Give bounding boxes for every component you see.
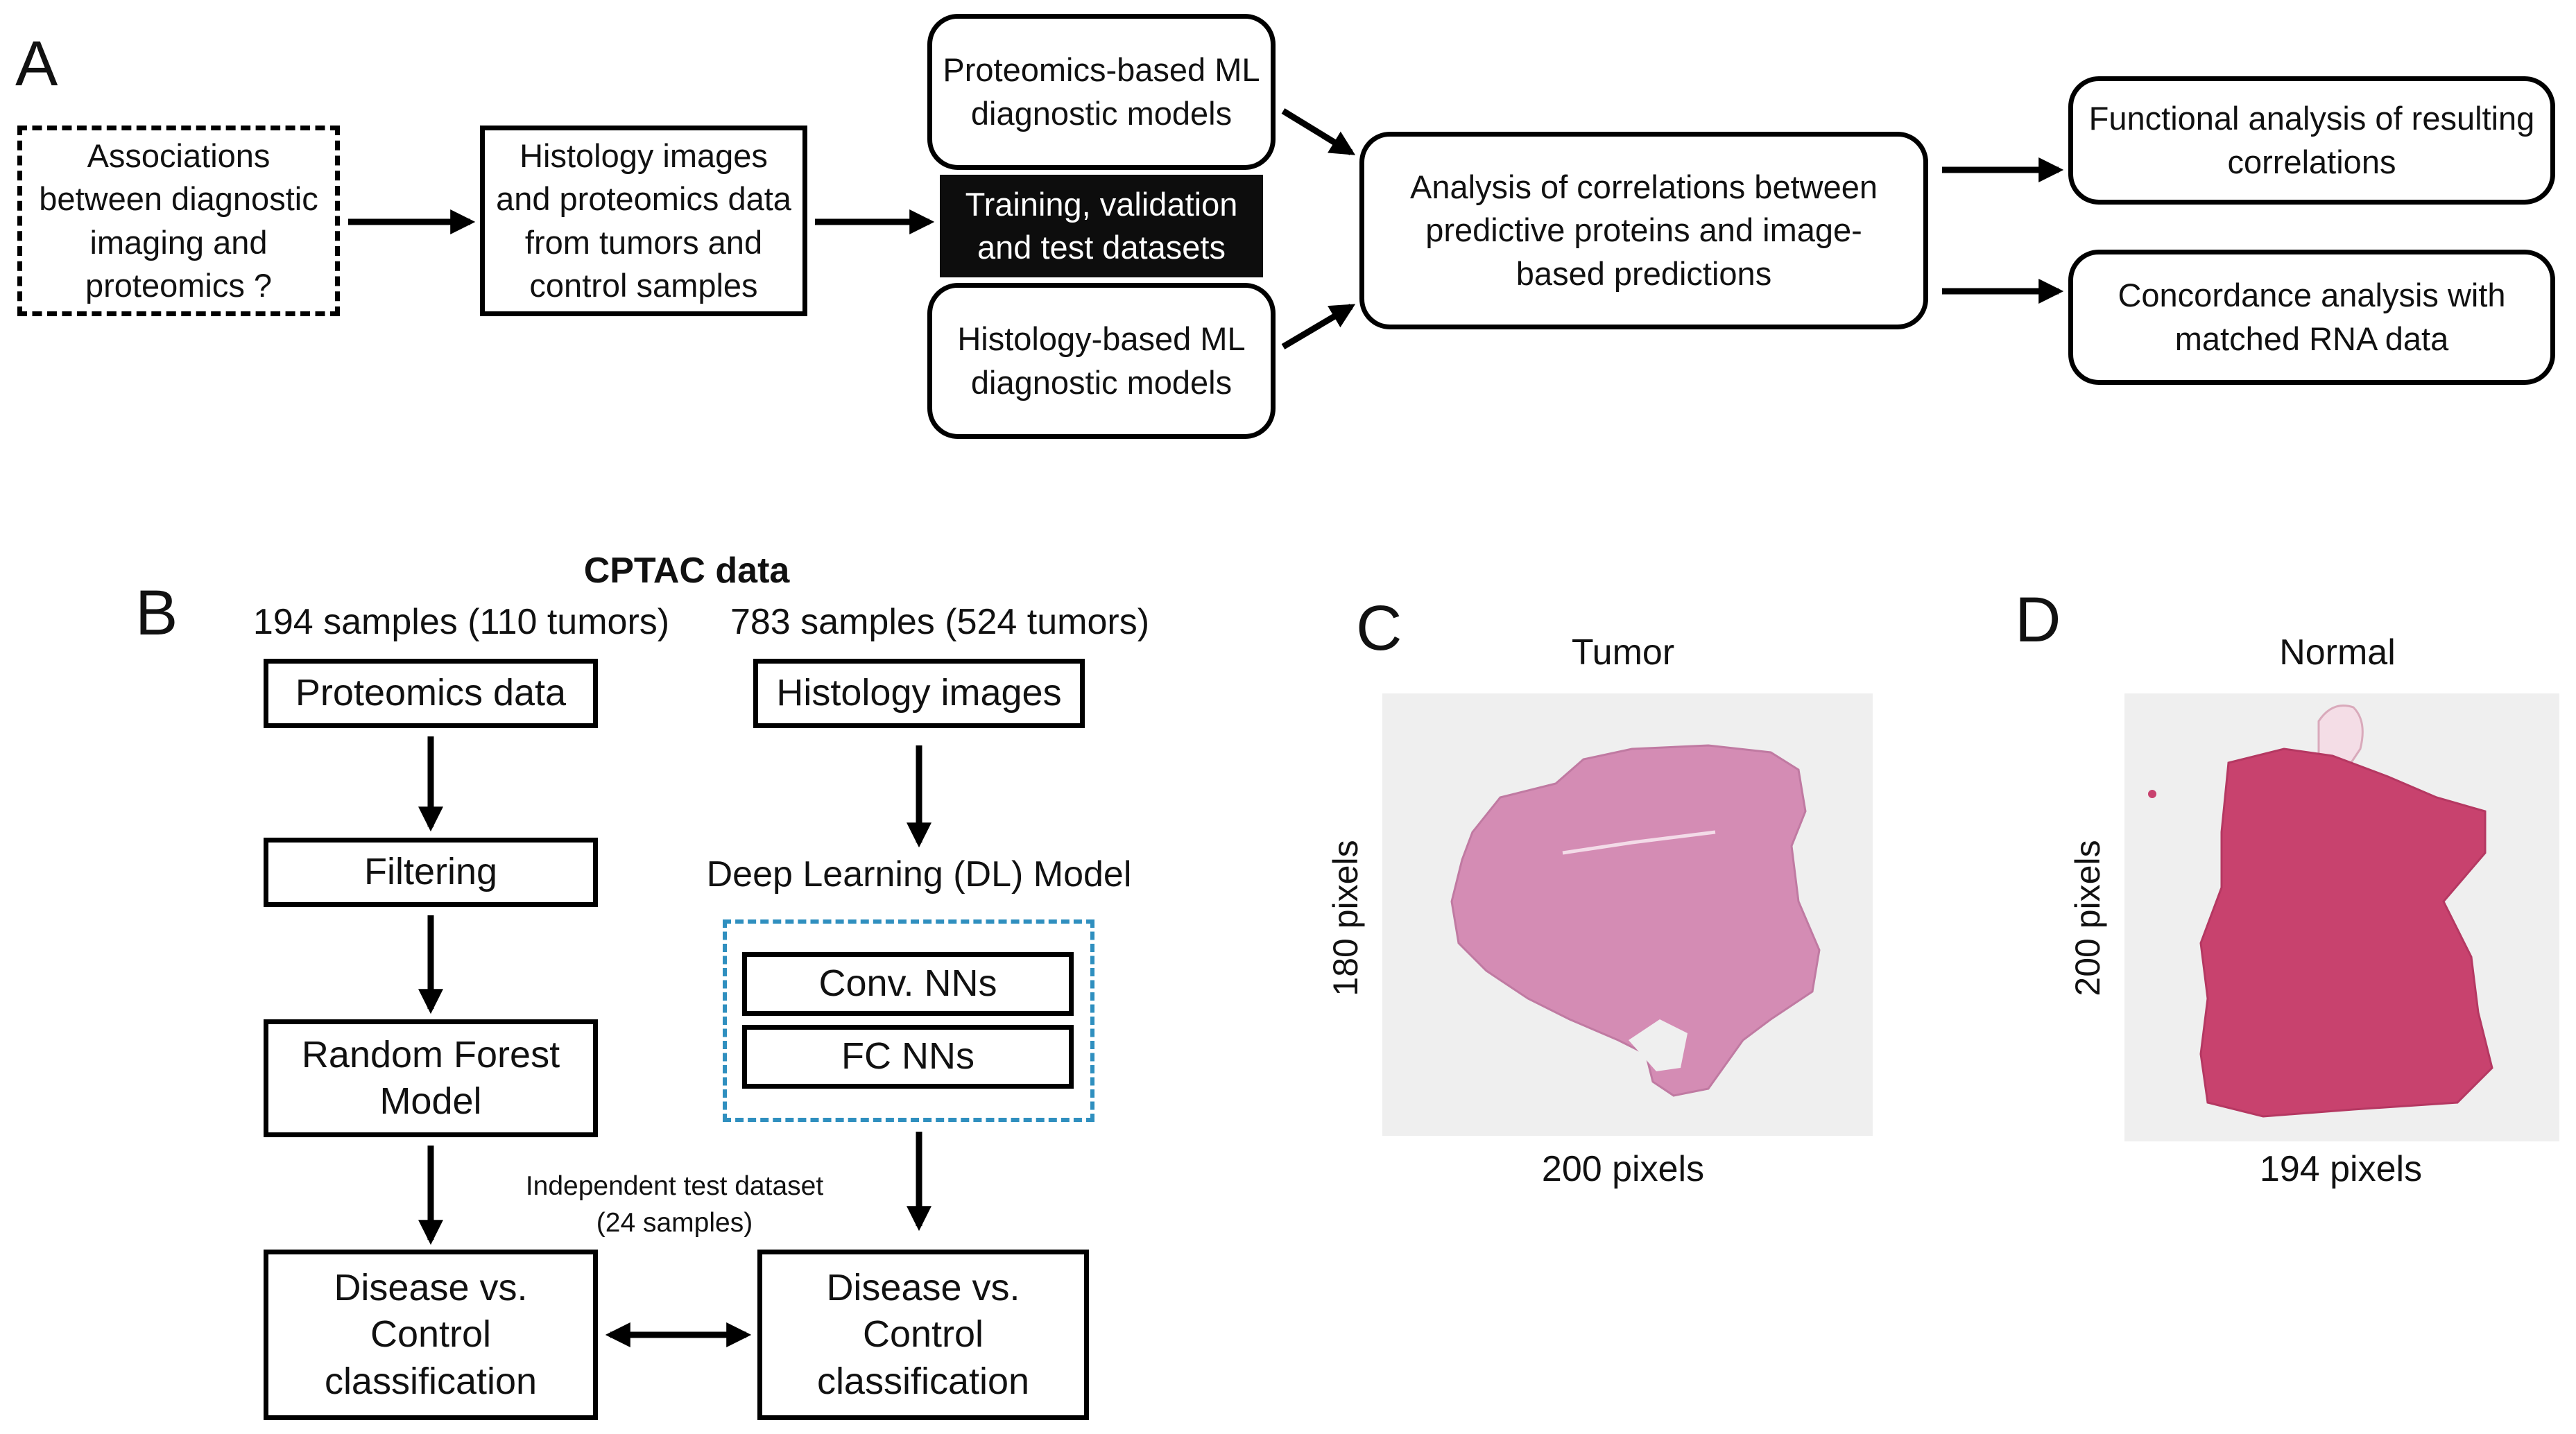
independent-test-line1: Independent test dataset [525,1171,824,1201]
normal-tissue-shape [2199,748,2493,1118]
normal-height-label: 200 pixels [2068,840,2107,996]
proteomics-data-box: Proteomics data [264,659,598,728]
panel-a-letter: A [15,28,58,99]
panel-c-title: Tumor [1571,632,1675,673]
proteomics-models-box: Proteomics-based ML diagnostic models [927,14,1276,170]
correlation-analysis-box: Analysis of correlations between predict… [1359,132,1928,329]
fc-nns-text: FC NNs [841,1035,974,1078]
random-forest-text: Random Forest Model [301,1033,560,1123]
associations-text: Associations between diagnostic imaging … [39,137,318,304]
dl-model-dashed-box [723,919,1094,1122]
concordance-analysis-text: Concordance analysis with matched RNA da… [2118,277,2506,357]
data-sources-box: Histology images and proteomics data fro… [480,126,807,316]
histology-models-text: Histology-based ML diagnostic models [957,320,1246,401]
panel-d-title: Normal [2279,632,2396,673]
tumor-width-label: 200 pixels [1541,1149,1705,1189]
normal-width-label: 194 pixels [2259,1149,2423,1189]
datasets-box: Training, validation and test datasets [940,175,1263,277]
histology-models-box: Histology-based ML diagnostic models [927,283,1276,439]
filtering-text: Filtering [363,851,498,893]
histology-images-box: Histology images [753,659,1085,728]
arrow-proteomics-to-analysis [1281,108,1356,155]
classification-left-text: Disease vs. Control classification [324,1266,538,1402]
functional-analysis-text: Functional analysis of resulting correla… [2088,100,2535,180]
correlation-analysis-text: Analysis of correlations between predict… [1409,169,1878,292]
normal-tissue-graphic [2148,705,2493,1118]
datasets-text: Training, validation and test datasets [965,185,1238,266]
classification-right-box: Disease vs. Control classification [757,1250,1089,1420]
normal-tissue-spot [2148,790,2156,798]
independent-test-line2: (24 samples) [596,1207,753,1238]
tumor-histology-image [1382,693,1873,1136]
data-sources-text: Histology images and proteomics data fro… [496,137,791,304]
cptac-title: CPTAC data [583,551,790,591]
panel-d-letter: D [2015,585,2061,655]
independent-test-label: Independent test dataset (24 samples) [499,1168,850,1241]
proteomics-models-text: Proteomics-based ML diagnostic models [943,51,1260,132]
classification-left-box: Disease vs. Control classification [264,1250,598,1420]
tumor-tissue-notch [1629,1019,1688,1071]
proteomics-data-text: Proteomics data [295,672,567,714]
functional-analysis-box: Functional analysis of resulting correla… [2068,76,2555,205]
panel-b-letter: B [135,578,178,648]
conv-nns-box: Conv. NNs [742,952,1074,1016]
normal-histology-image [2124,693,2559,1141]
right-samples-label: 783 samples (524 tumors) [730,602,1150,642]
histology-images-text: Histology images [776,672,1062,714]
concordance-analysis-box: Concordance analysis with matched RNA da… [2068,250,2555,385]
dl-model-label: Deep Learning (DL) Model [706,854,1132,895]
filtering-box: Filtering [264,838,598,907]
tumor-height-label: 180 pixels [1326,840,1365,996]
normal-tissue-fold [2317,705,2364,771]
random-forest-box: Random Forest Model [264,1019,598,1137]
tumor-tissue-shape [1450,744,1821,1097]
arrow-histology-to-analysis [1281,304,1356,349]
left-samples-label: 194 samples (110 tumors) [252,602,670,642]
tumor-tissue-crack [1562,830,1716,855]
tumor-tissue-graphic [1450,744,1821,1097]
panel-c-letter: C [1356,593,1402,664]
associations-box: Associations between diagnostic imaging … [17,126,340,316]
classification-right-text: Disease vs. Control classification [816,1266,1030,1402]
conv-nns-text: Conv. NNs [818,962,997,1005]
fc-nns-box: FC NNs [742,1025,1074,1089]
